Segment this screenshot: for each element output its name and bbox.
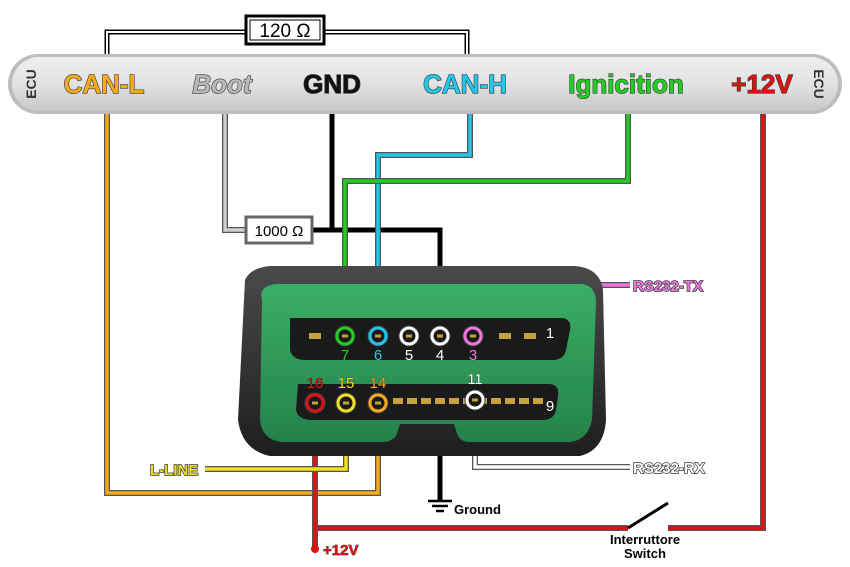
pin-6-contact xyxy=(375,334,381,338)
ecu-pin-12v: +12V xyxy=(731,69,793,99)
pin-4-number: 4 xyxy=(436,347,444,364)
pin-contact xyxy=(435,398,445,404)
pin-contact xyxy=(505,398,515,404)
pin-contact xyxy=(499,333,511,339)
obd-connector xyxy=(238,266,606,456)
pin-3-number: 3 xyxy=(469,347,477,364)
power-wire xyxy=(312,110,766,548)
pin-contact xyxy=(519,398,529,404)
resistor-120-ohm: 120 Ω xyxy=(244,14,326,46)
ecu-side-label-left: ECU xyxy=(23,69,39,99)
pin-1-number: 1 xyxy=(546,325,554,342)
pin-16-contact xyxy=(312,401,318,405)
pin-contact xyxy=(524,333,536,339)
pin-7-number: 7 xyxy=(341,347,349,364)
ground-symbol xyxy=(428,499,452,513)
l-line-label: L-LINE xyxy=(150,462,198,479)
pin-contact xyxy=(533,398,543,404)
resistor-1000-ohm: 1000 Ω xyxy=(244,215,314,245)
ignition-switch xyxy=(627,501,669,530)
pin-4-contact xyxy=(437,334,443,338)
pin-contact xyxy=(421,398,431,404)
ecu-pin-can-h: CAN-H xyxy=(423,69,507,99)
resistor-120-label: 120 Ω xyxy=(259,21,310,42)
pin-16-number: 16 xyxy=(307,375,324,392)
ecu-pin-can-l: CAN-L xyxy=(64,69,145,99)
boot-wire xyxy=(222,110,248,233)
pin-14-contact xyxy=(375,401,381,405)
pin-3-contact xyxy=(470,334,476,338)
pin-contact xyxy=(449,398,459,404)
rs232-tx-label: RS232-TX xyxy=(633,278,703,295)
ecu-pin-gnd: GND xyxy=(303,69,361,99)
pin-contact xyxy=(407,398,417,404)
ground-label: Ground xyxy=(454,502,501,517)
pin-15-number: 15 xyxy=(338,375,355,392)
can-terminator-wire xyxy=(104,29,470,62)
ecu-bar: ECU ECU CAN-L Boot GND CAN-H Ignicition +12V xyxy=(8,54,842,114)
pin-5-number: 5 xyxy=(405,347,413,364)
pin-contact xyxy=(309,333,321,339)
pin-15-contact xyxy=(343,401,349,405)
pin-9-number: 9 xyxy=(546,398,554,415)
ecu-pin-ignicition: Ignicition xyxy=(568,69,684,99)
ecu-pin-boot: Boot xyxy=(192,69,253,99)
switch-label-it: Interruttore xyxy=(610,532,680,547)
ignition-wire xyxy=(342,110,631,336)
pin-11-number: 11 xyxy=(467,371,483,388)
switch-label-en: Switch xyxy=(624,546,666,561)
pin-5-contact xyxy=(406,334,412,338)
ecu-side-label-right: ECU xyxy=(811,69,827,99)
pin-contact xyxy=(491,398,501,404)
power-12v-label: +12V xyxy=(323,542,358,559)
power-terminal-dot xyxy=(311,545,319,553)
pin-14-number: 14 xyxy=(370,375,387,392)
resistor-1000-label: 1000 Ω xyxy=(255,223,304,240)
pin-11-contact xyxy=(472,398,478,402)
pin-contact xyxy=(393,398,403,404)
pin-6-number: 6 xyxy=(374,347,382,364)
can-h-wire xyxy=(375,110,473,336)
rs232-rx-label: RS232-RX xyxy=(633,460,705,477)
pin-7-contact xyxy=(342,334,348,338)
